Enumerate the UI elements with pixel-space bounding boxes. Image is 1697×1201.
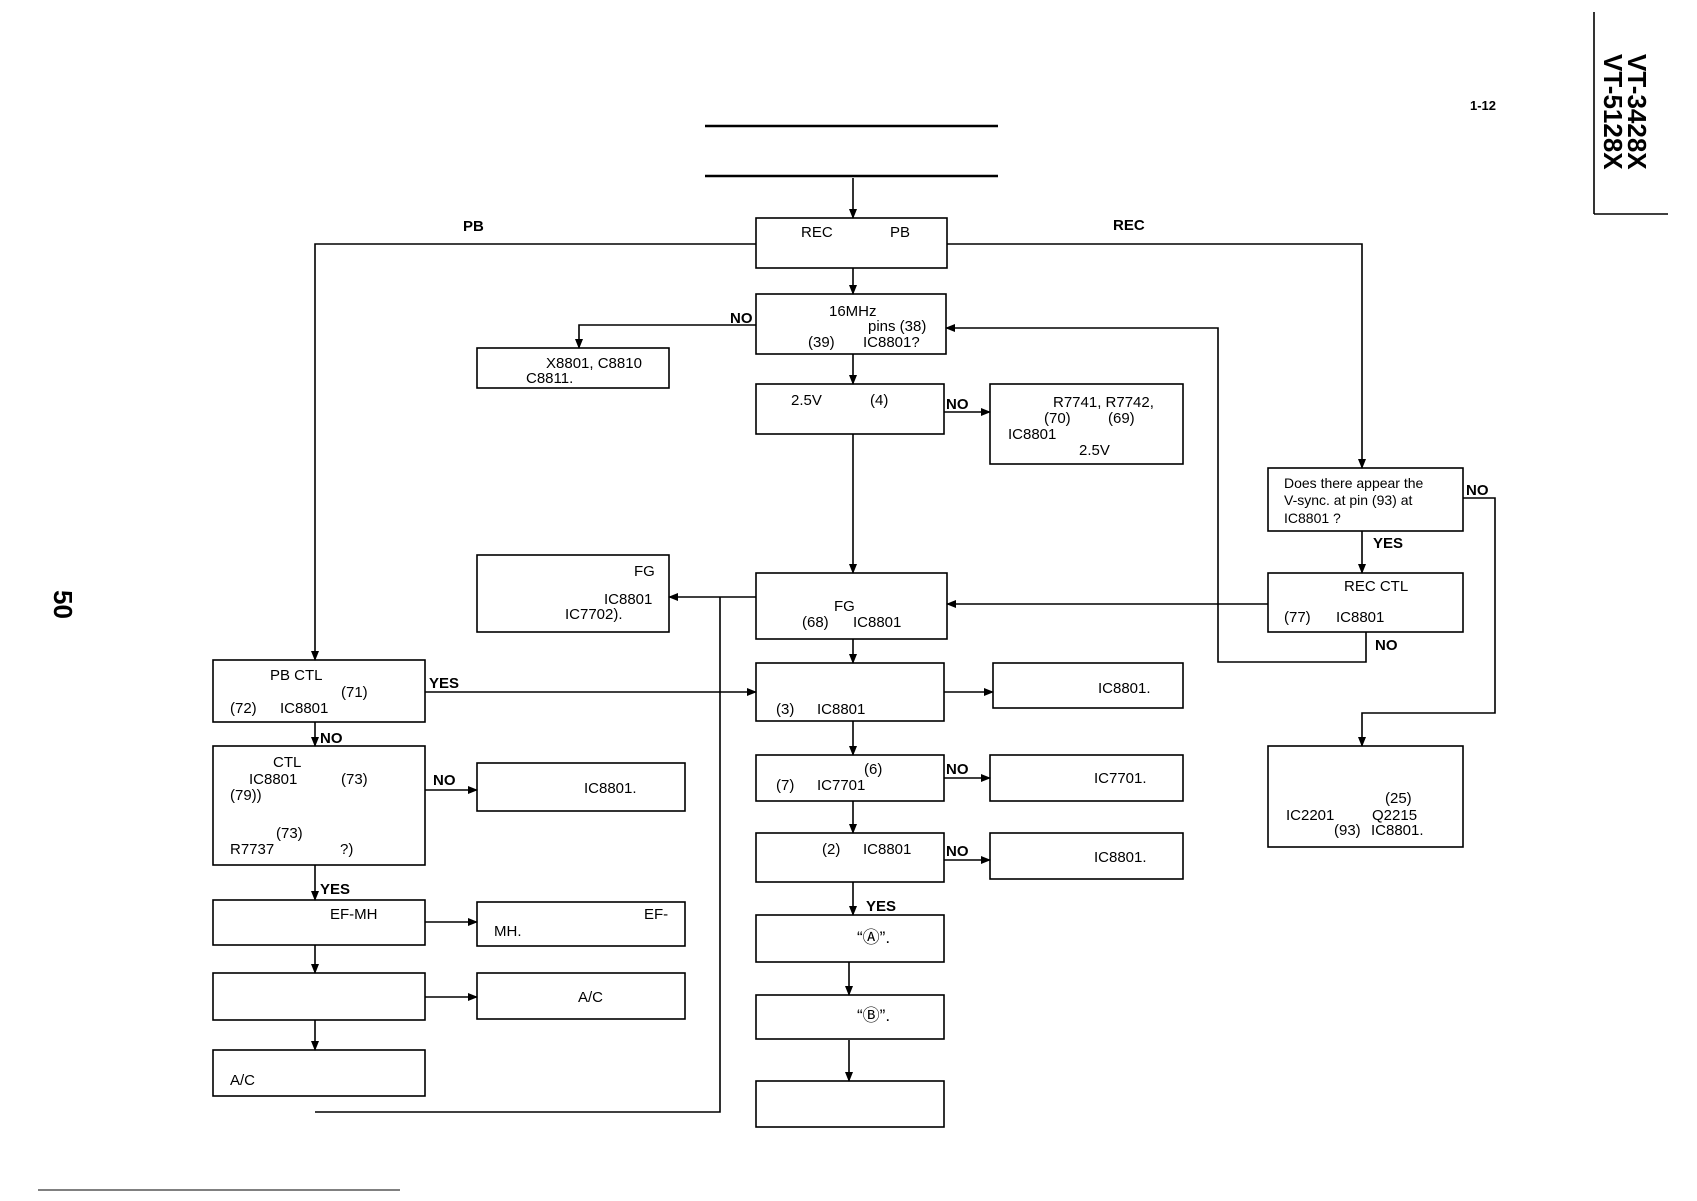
v25-no-box-line4: 2.5V <box>1079 442 1110 459</box>
branch-label-pb: PB <box>463 218 484 235</box>
vsync-no-label: NO <box>1466 482 1489 499</box>
ctl-yes-label: YES <box>320 881 351 898</box>
pbctl-box-line3b: IC8801 <box>280 700 329 717</box>
v25-no-box-line1: R7741, R7742, <box>1053 394 1154 411</box>
ac-side-box-line1: A/C <box>578 989 604 1006</box>
vsync-box-line1: Does there appear the <box>1284 475 1424 491</box>
fg-box-line2a: (68) <box>802 614 829 631</box>
ctl-no-label: NO <box>433 772 456 789</box>
fg-side-box-line1: FG <box>634 563 655 580</box>
osc-box-line1: 16MHz <box>829 303 877 320</box>
pin6-box-line2b: IC7701 <box>817 777 866 794</box>
vsync-yes-label: YES <box>1373 535 1404 552</box>
v25-no-box-line2a: (70) <box>1044 410 1071 427</box>
v25-no-box-line2b: (69) <box>1108 410 1135 427</box>
osc-box-line2: pins (38) <box>868 318 927 335</box>
pin3-side-box-line1: IC8801. <box>1098 680 1151 697</box>
pin3-box-ic: IC8801 <box>817 701 866 718</box>
efmh-side-box-ef: EF- <box>644 906 669 923</box>
v25-no-box-line3: IC8801 <box>1008 426 1057 443</box>
page-label: 1-12 <box>1470 98 1497 113</box>
recctl-no-label: NO <box>1375 637 1398 654</box>
ctl-no-box-line1: IC8801. <box>584 780 637 797</box>
ctl-box-line2b: (73) <box>341 771 368 788</box>
ctl-box-line5a: R7737 <box>230 841 275 858</box>
osc-no-label: NO <box>730 310 753 327</box>
ctl-box-line5b: ?) <box>340 841 354 858</box>
osc-no-box-line1: X8801, C8810 <box>546 355 642 372</box>
ctl-box-line4: (73) <box>276 825 303 842</box>
recctl-box-line2a: (77) <box>1284 609 1311 626</box>
pbctl-box-line3a: (72) <box>230 700 257 717</box>
rec-pb-box-pb: PB <box>890 224 911 241</box>
fg-box-line1: FG <box>834 598 855 615</box>
goto-a-text: “Ⓐ”. <box>857 928 891 947</box>
v25-no-label: NO <box>946 396 969 413</box>
ctl-box-line3: (79)) <box>230 787 262 804</box>
pin2-box-pin: (2) <box>822 841 841 858</box>
pbctl-box-line2: (71) <box>341 684 368 701</box>
v25-box-pin: (4) <box>870 392 889 409</box>
pin2-no-box-line1: IC8801. <box>1094 849 1147 866</box>
recctl-box-line2b: IC8801 <box>1336 609 1385 626</box>
v25-box-voltage: 2.5V <box>791 392 822 409</box>
pbctl-no-label: NO <box>320 730 343 747</box>
vsync-no-box-line3a: (93) <box>1334 822 1361 839</box>
pin6-box-line2a: (7) <box>776 777 795 794</box>
pin6-no-box-line1: IC7701. <box>1094 770 1147 787</box>
pin6-no-label: NO <box>946 761 969 778</box>
vsync-box-line3: IC8801 ? <box>1284 510 1341 526</box>
rec-pb-box-rec: REC <box>801 224 833 241</box>
goto-b-text: “Ⓑ”. <box>857 1006 891 1025</box>
vsync-no-box-line2a: IC2201 <box>1286 807 1335 824</box>
pin3-box-pin: (3) <box>776 701 795 718</box>
ctl-box-line1: CTL <box>273 754 302 771</box>
ctl-box-line2a: IC8801 <box>249 771 298 788</box>
pin2-no-label: NO <box>946 843 969 860</box>
pin2-yes-label: YES <box>866 898 897 915</box>
vsync-no-box-line3b: IC8801. <box>1371 822 1424 839</box>
branch-label-rec: REC <box>1113 217 1145 234</box>
osc-box-line3a: (39) <box>808 334 835 351</box>
efmh-side-box-mh: MH. <box>494 923 522 940</box>
page-number: 50 <box>48 590 78 619</box>
fg-side-box-line3: IC7702). <box>565 606 623 623</box>
vsync-no-box-line2b: Q2215 <box>1372 807 1418 824</box>
fg-side-box-line2: IC8801 <box>604 591 653 608</box>
pin2-box-ic: IC8801 <box>863 841 912 858</box>
efmh-box-line1: EF-MH <box>330 906 378 923</box>
recctl-box-line1: REC CTL <box>1344 578 1409 595</box>
pin6-box-line1: (6) <box>864 761 883 778</box>
pbctl-yes-label: YES <box>429 675 460 692</box>
model-number-secondary: VT-5128X <box>1598 54 1628 170</box>
pbctl-box-line1: PB CTL <box>270 667 323 684</box>
vsync-box-line2: V-sync. at pin (93) at <box>1284 492 1413 508</box>
osc-no-box-line2: C8811. <box>526 370 574 387</box>
vsync-no-box-line1: (25) <box>1385 790 1412 807</box>
ac-bottom-box-line1: A/C <box>230 1072 256 1089</box>
fg-box-line2b: IC8801 <box>853 614 902 631</box>
osc-box-line3b: IC8801? <box>863 334 920 351</box>
